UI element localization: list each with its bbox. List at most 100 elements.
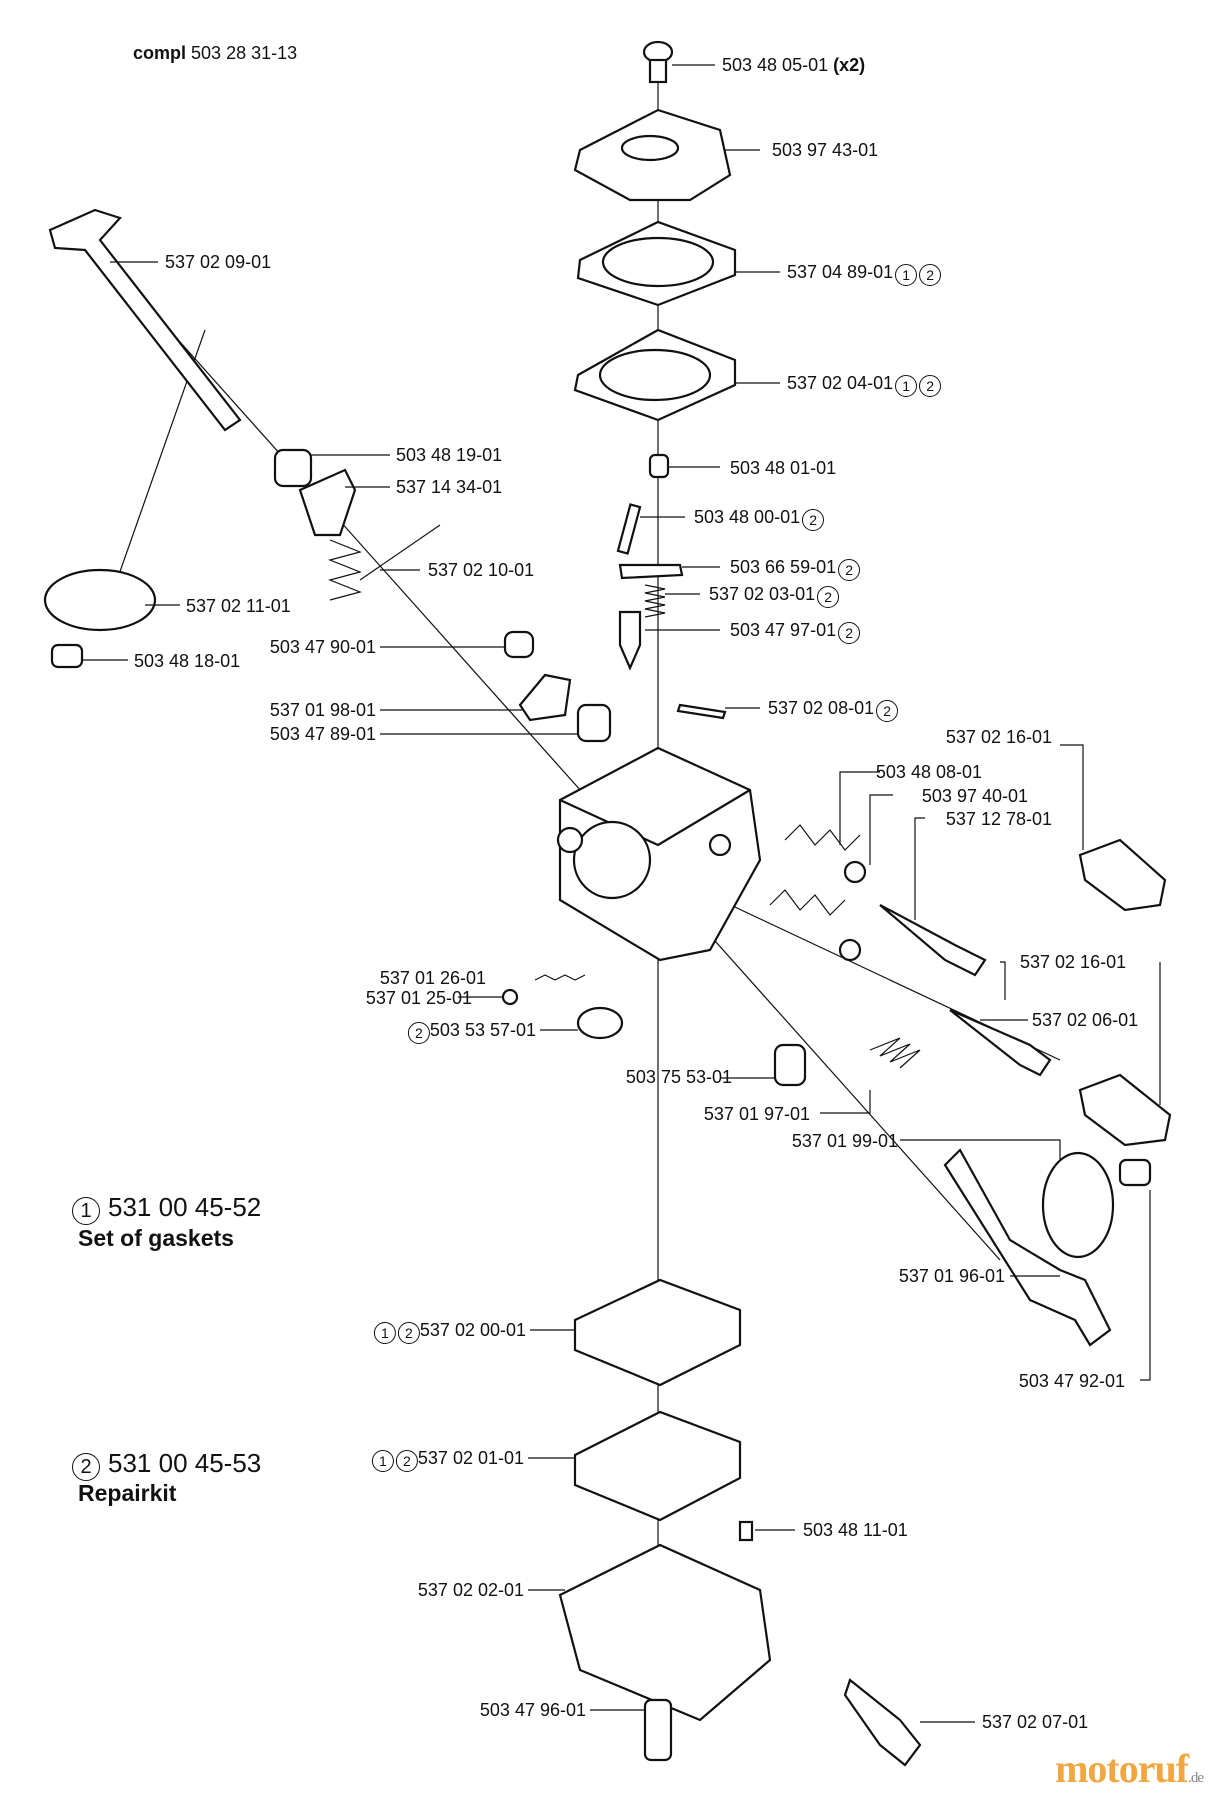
kit-marker: 1 — [373, 1322, 396, 1344]
legend-2-title: Repairkit — [78, 1480, 177, 1506]
part-label-503-48-05-01: 503 48 05-01 (x2) — [722, 55, 865, 75]
part-label-537-02-07-01: 537 02 07-01 — [982, 1712, 1088, 1732]
part-quantity: (x2) — [833, 55, 866, 75]
jet-spring — [534, 974, 586, 981]
part-number: 537 12 78-01 — [945, 809, 1052, 829]
limiter-cap-1 — [1078, 838, 1167, 912]
kit-marker: 2 — [397, 1322, 420, 1344]
kit-marker: 1 — [371, 1450, 394, 1472]
kit-marker: 2 — [919, 375, 942, 397]
o-ring-1 — [843, 860, 867, 884]
jet-ball — [501, 988, 519, 1006]
part-number: 537 02 08-01 — [768, 698, 875, 718]
part-number: 537 02 16-01 — [1020, 952, 1127, 972]
part-number: 503 53 57-01 — [429, 1020, 536, 1040]
part-label-503-97-40-01: 503 97 40-01 — [922, 786, 1028, 806]
legend-1-part: 531 00 45-52 — [108, 1192, 262, 1222]
part-label-537-02-16-01: 537 02 16-01 — [946, 727, 1052, 747]
part-label-503-75-53-01: 503 75 53-01 — [626, 1067, 732, 1087]
choke-plate-screw — [1118, 1158, 1152, 1187]
plate-screw — [50, 643, 84, 669]
part-number: 503 47 97-01 — [730, 620, 837, 640]
part-number: 503 48 18-01 — [134, 651, 241, 671]
part-label-537-02-16-01: 537 02 16-01 — [1020, 952, 1126, 972]
metering-cover — [558, 1543, 772, 1722]
part-number: 503 97 43-01 — [772, 140, 879, 160]
part-label-537-02-11-01: 537 02 11-01 — [186, 596, 291, 616]
part-number: 503 47 92-01 — [1018, 1371, 1125, 1391]
kit-marker: 2 — [919, 264, 942, 286]
spring-small — [644, 584, 666, 618]
part-label-503-48-19-01: 503 48 19-01 — [396, 445, 502, 465]
throttle-spring — [328, 524, 441, 601]
part-number: 503 48 00-01 — [694, 507, 801, 527]
cover-screw — [643, 1698, 673, 1762]
part-number: 537 01 97-01 — [703, 1104, 810, 1124]
part-label-537-02-10-01: 537 02 10-01 — [428, 560, 534, 580]
part-number: 537 01 99-01 — [791, 1131, 898, 1151]
part-number: 537 02 16-01 — [945, 727, 1052, 747]
part-number: 537 01 25-01 — [365, 988, 472, 1008]
part-number: 503 48 19-01 — [396, 445, 503, 465]
axis-line-shaft — [79, 229, 1001, 1261]
kit-marker: 2 — [407, 1022, 430, 1044]
choke-shaft — [943, 1148, 1112, 1347]
part-number: 503 47 89-01 — [269, 724, 376, 744]
part-number: 537 01 96-01 — [898, 1266, 1005, 1286]
part-label-537-02-02-01: 537 02 02-01 — [418, 1580, 524, 1600]
part-number: 537 01 26-01 — [379, 968, 486, 988]
needle-spring-2 — [769, 889, 846, 916]
part-label-537-01-98-01: 537 01 98-01 — [270, 700, 376, 720]
leader-lines — [82, 64, 1161, 1723]
throttle-lever — [298, 468, 357, 537]
choke-plate — [1041, 1151, 1115, 1259]
compl-prefix: compl — [133, 43, 187, 63]
part-number: 503 75 53-01 — [625, 1067, 732, 1087]
part-label-537-01-25-01: 537 01 25-01 — [366, 988, 472, 1008]
part-label-503-47-92-01: 503 47 92-01 — [1019, 1371, 1125, 1391]
dowel-pin-bottom — [738, 1520, 754, 1542]
part-label-537-01-26-01: 537 01 26-01 — [380, 968, 486, 988]
kit-marker: 2 — [876, 700, 899, 722]
legend-2-marker: 2 — [72, 1453, 100, 1481]
dowel-pin — [676, 703, 727, 720]
part-number: 537 02 10-01 — [428, 560, 535, 580]
lever — [618, 563, 684, 580]
part-label-537-02-09-01: 537 02 09-01 — [165, 252, 271, 272]
part-number: 537 02 00-01 — [419, 1320, 526, 1340]
choke-bushing — [576, 703, 612, 743]
part-number: 537 02 03-01 — [709, 584, 816, 604]
limiter-cap-2 — [1078, 1073, 1172, 1147]
legend-2-part: 531 00 45-53 — [108, 1448, 262, 1478]
fuel-inlet-screw — [843, 1678, 922, 1767]
choke-screw-2 — [773, 1043, 807, 1087]
part-number: 537 02 01-01 — [417, 1448, 524, 1468]
screw-small — [648, 453, 670, 479]
part-label-503-48-18-01: 503 48 18-01 — [134, 651, 240, 671]
o-ring-2 — [838, 938, 862, 962]
watermark-tld: .de — [1188, 1770, 1204, 1786]
part-number: 537 02 04-01 — [787, 373, 894, 393]
adjust-needle-l — [879, 904, 987, 977]
choke-lever — [518, 673, 572, 722]
watermark-text: motoruf — [1055, 1746, 1189, 1791]
kit-marker: 2 — [802, 509, 825, 531]
part-number: 503 48 01-01 — [730, 458, 837, 478]
part-label-537-12-78-01: 537 12 78-01 — [946, 809, 1052, 829]
choke-spring — [869, 1037, 921, 1069]
part-number: 537 02 09-01 — [165, 252, 272, 272]
part-label-537-01-99-01: 537 01 99-01 — [792, 1131, 898, 1151]
needle-spring-1 — [784, 824, 861, 851]
part-number: 537 01 98-01 — [269, 700, 376, 720]
part-label-503-97-43-01: 503 97 43-01 — [772, 140, 878, 160]
